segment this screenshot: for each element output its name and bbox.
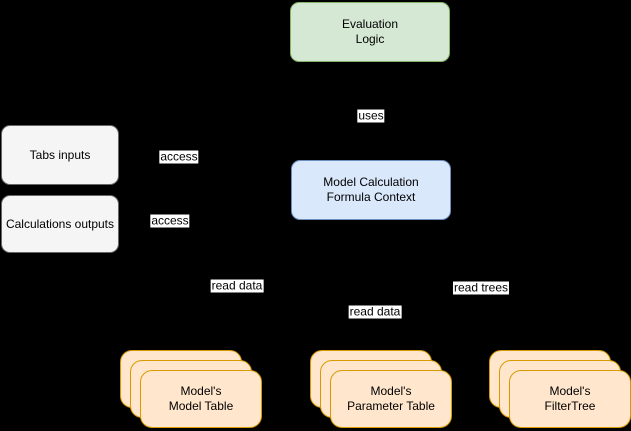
stack-model-table-label-line1: Model's (180, 384, 222, 398)
edge-read-data-parameter-line (371, 219, 394, 347)
node-formula-context: Model Calculation Formula Context (291, 160, 451, 220)
edge-label-read-data-parameter: read data (348, 304, 402, 319)
stack-parameter-table-label-line1: Model's (370, 384, 412, 398)
node-tabs-inputs-label: Tabs inputs (29, 147, 91, 162)
node-evaluation-logic: Evaluation Logic (290, 2, 450, 62)
stack-filter-tree-label-line2: FilterTree (544, 399, 596, 413)
stack-filter-tree-card-front: Model's FilterTree (509, 370, 631, 428)
stack-parameter-table-label-line2: Parameter Table (347, 399, 435, 413)
edge-label-read-trees: read trees (452, 280, 510, 295)
node-evaluation-logic-label-line1: Evaluation (341, 17, 399, 31)
stack-model-table-label-line2: Model Table (168, 399, 234, 413)
edge-label-access-tabs: access (159, 149, 199, 164)
edge-access-calculations-line (124, 204, 291, 228)
stack-model-table-card-front: Model's Model Table (140, 370, 262, 428)
edge-read-data-model-line (202, 219, 331, 347)
node-calculations-outputs: Calculations outputs (1, 195, 119, 253)
node-calculations-outputs-label: Calculations outputs (5, 216, 115, 231)
edge-label-access-calculations: access (150, 213, 190, 228)
node-tabs-inputs: Tabs inputs (1, 125, 119, 185)
stack-parameter-table-card-front: Model's Parameter Table (330, 370, 452, 428)
edge-access-tabs-line (124, 149, 291, 176)
node-formula-context-label-line1: Model Calculation (323, 175, 419, 189)
edge-label-read-data-model: read data (210, 278, 264, 293)
node-formula-context-label-line2: Formula Context (326, 190, 416, 204)
stack-filter-tree-label-line1: Model's (549, 384, 591, 398)
node-evaluation-logic-label-line2: Logic (355, 32, 385, 46)
edge-label-uses: uses (357, 108, 385, 123)
